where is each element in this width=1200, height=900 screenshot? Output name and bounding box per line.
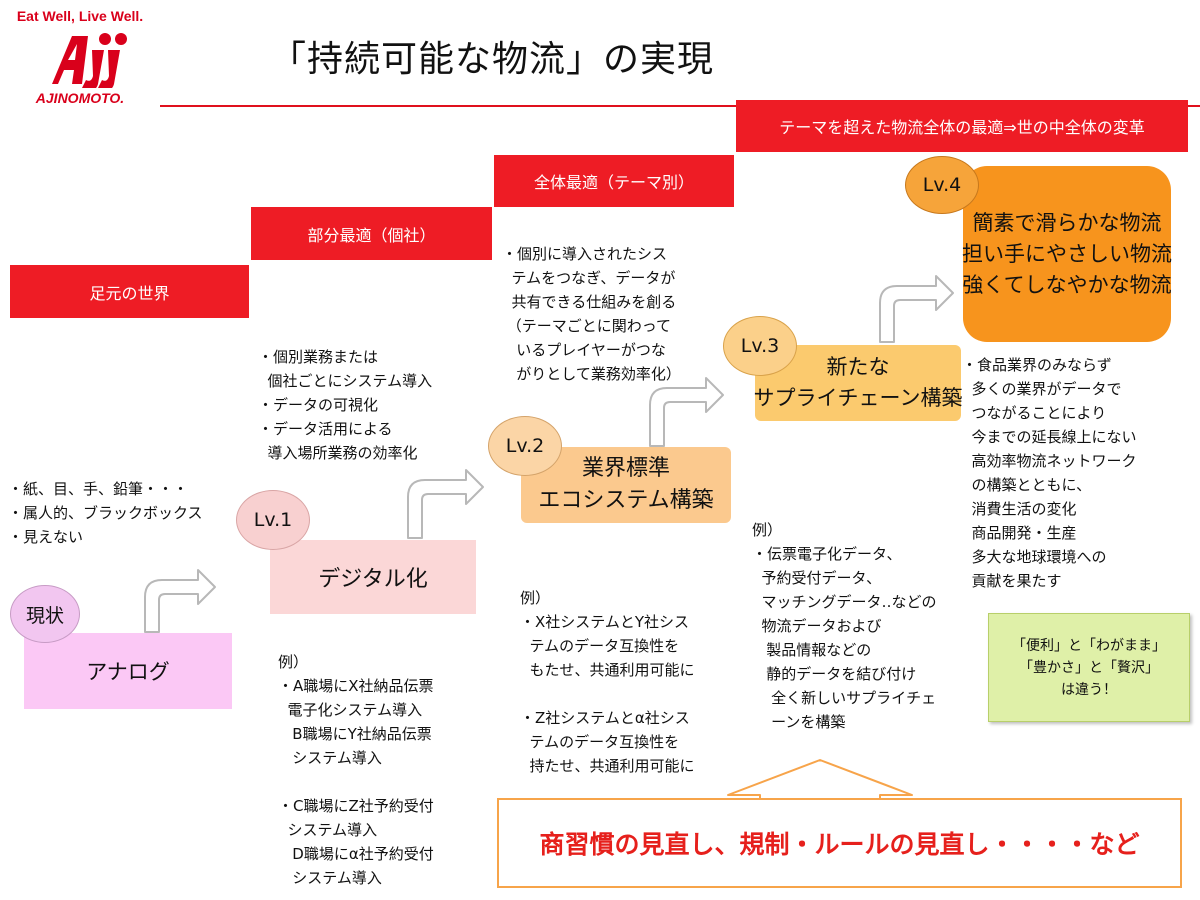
stair-bar-whole-society-transformation: テーマを超えた物流全体の最適⇒世の中全体の変革: [736, 100, 1188, 152]
ajinomoto-logo-mark: [52, 33, 127, 88]
lv4-badge: Lv.4: [905, 156, 979, 214]
arrow-lv1-to-lv2: [407, 469, 484, 539]
note-line1: 「便利」と「わがまま」: [1012, 637, 1166, 654]
note-line2: 「豊かさ」と「贅沢」: [1019, 659, 1159, 676]
lv3-title-line2: サプライチェーン構築: [753, 386, 963, 410]
stair-bar-current-world: 足元の世界: [10, 265, 249, 318]
lv3-title-line1: 新たな: [826, 355, 890, 379]
lv1-examples: 例） ・A職場にX社納品伝票 電子化システム導入 B職場にY社納品伝票 システム…: [278, 653, 434, 887]
lv2-examples: 例） ・X社システムとY社シス テムのデータ互換性を もたせ、共通利用可能に ・…: [520, 589, 695, 775]
lv4-title-line1: 簡素で滑らかな物流: [972, 210, 1162, 235]
logo-tagline: Eat Well, Live Well.: [16, 8, 144, 24]
arrow-lv2-to-lv3: [649, 377, 724, 447]
sustainable-logistics-box: 簡素で滑らかな物流 担い手にやさしい物流 強くてしなやかな物流: [962, 166, 1172, 342]
lv1-badge: Lv.1: [236, 490, 310, 550]
arrow-current-to-lv1: [144, 569, 216, 633]
lv2-badge: Lv.2: [488, 416, 562, 476]
lv4-title-line2: 担い手にやさしい物流: [962, 241, 1172, 266]
lv3-badge: Lv.3: [723, 316, 797, 376]
lv2-description: ・個別に導入されたシス テムをつなぎ、データが 共有できる仕組みを創る （テーマ…: [502, 245, 681, 383]
note-line3: は違う！: [1061, 681, 1117, 698]
logo-brand-name: AJINOMOTO.: [35, 90, 125, 106]
stair-bar-total-optimization: 全体最適（テーマ別）: [494, 155, 734, 207]
arrow-lv3-to-lv4: [879, 275, 954, 343]
lv4-description: ・食品業界のみならず 多くの業界がデータで つながることにより 今までの延長線上…: [962, 356, 1137, 590]
new-supply-chain-box: 新たな サプライチェーン構築: [753, 345, 963, 421]
industry-standard-ecosystem-box: 業界標準 エコシステム構築: [521, 447, 731, 523]
lv2-title-line1: 業界標準: [581, 456, 670, 481]
values-note-box: 「便利」と「わがまま」 「豊かさ」と「贅沢」 は違う！: [988, 613, 1190, 722]
regulation-review-banner: 商習慣の見直し、規制・ルールの見直し・・・・など: [497, 798, 1182, 888]
current-state-badge: 現状: [10, 585, 80, 643]
analog-box: アナログ: [24, 633, 232, 709]
lv1-description: ・個別業務または 個社ごとにシステム導入 ・データの可視化 ・データ活用による …: [258, 348, 433, 462]
current-description: ・紙、目、手、鉛筆・・・ ・属人的、ブラックボックス ・見えない: [8, 480, 203, 546]
lv3-examples: 例） ・伝票電子化データ、 予約受付データ、 マッチングデータ‥などの 物流デー…: [752, 521, 937, 731]
page-title: 「持続可能な物流」の実現: [270, 39, 715, 80]
lv2-title-line2: エコシステム構築: [538, 488, 714, 513]
title-divider: [160, 105, 1200, 107]
stair-bar-partial-optimization: 部分最適（個社）: [251, 207, 492, 260]
digitalization-box: デジタル化: [270, 540, 476, 614]
lv4-title-line3: 強くてしなやかな物流: [962, 272, 1172, 297]
